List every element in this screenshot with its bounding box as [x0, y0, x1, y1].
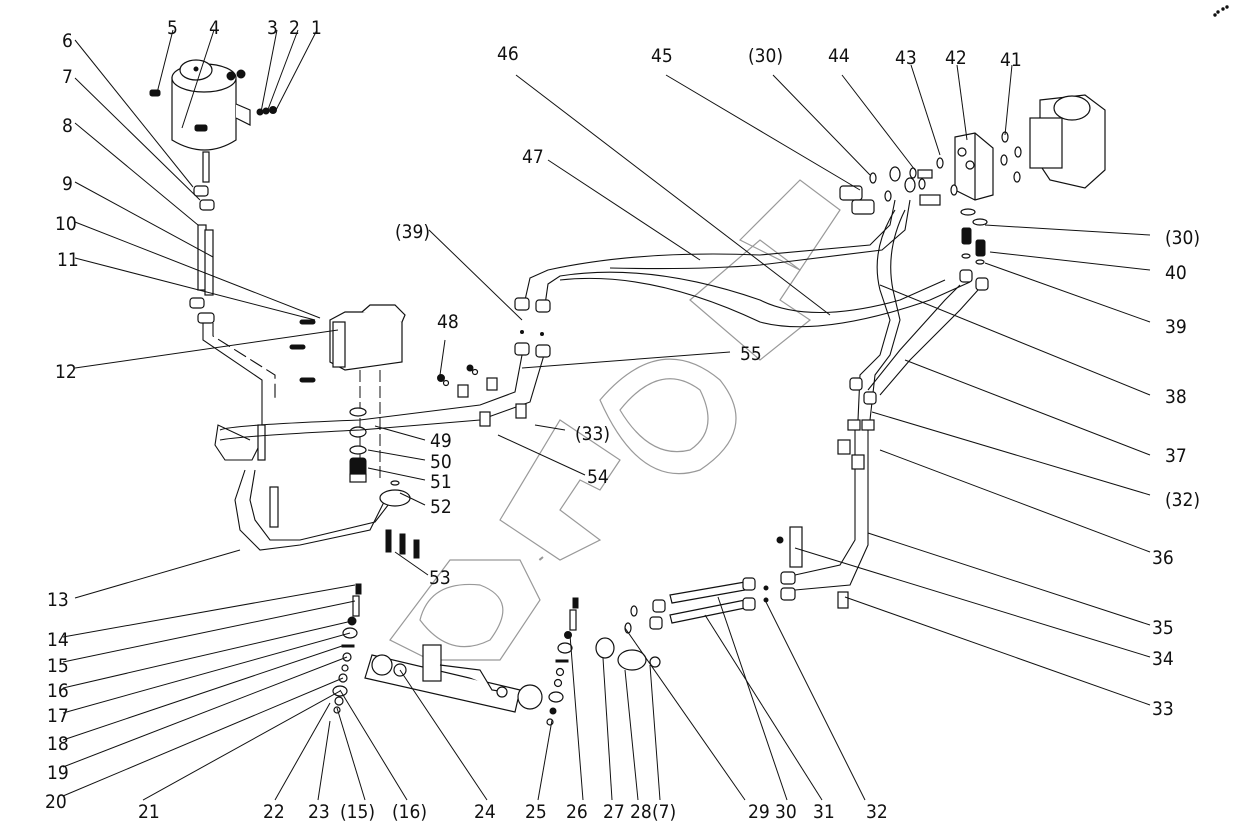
- callout-6: 6: [62, 30, 73, 52]
- callout-15: 15: [47, 655, 69, 677]
- callout-7-ref: (7): [652, 801, 676, 823]
- corner-mark: [1213, 5, 1229, 17]
- callout-19: 19: [47, 762, 69, 784]
- callout-24: 24: [474, 801, 496, 823]
- callout-29: 29: [748, 801, 770, 823]
- callout-20: 20: [45, 791, 67, 813]
- callout-17: 17: [47, 705, 69, 727]
- callout-25: 25: [525, 801, 547, 823]
- callout-21: 21: [138, 801, 160, 823]
- callout-46: 46: [497, 43, 519, 65]
- supply-hose-assembly: [189, 185, 393, 551]
- callout-12: 12: [55, 361, 77, 383]
- callout-27: 27: [603, 801, 625, 823]
- callout-52: 52: [430, 496, 452, 518]
- cylinder-hoses: [595, 526, 803, 671]
- hoses-upper: [514, 199, 971, 328]
- watermark-text: БИЗОН: [539, 557, 543, 561]
- callout-16: 16: [47, 680, 69, 702]
- callout-54: 54: [587, 466, 609, 488]
- callout-30: 30: [775, 801, 797, 823]
- callout-45: 45: [651, 45, 673, 67]
- callout-48: 48: [437, 311, 459, 333]
- callout-47: 47: [522, 146, 544, 168]
- callout-3: 3: [267, 17, 278, 39]
- callout-30-ref-right: (30): [1165, 227, 1200, 249]
- callout-26: 26: [566, 801, 588, 823]
- callout-4: 4: [209, 17, 220, 39]
- callout-1: 1: [311, 17, 322, 39]
- callout-5: 5: [167, 17, 178, 39]
- callout-50: 50: [430, 451, 452, 473]
- callout-13: 13: [47, 589, 69, 611]
- callout-43: 43: [895, 47, 917, 69]
- callout-39: 39: [1165, 316, 1187, 338]
- callout-36: 36: [1152, 547, 1174, 569]
- callout-9: 9: [62, 173, 73, 195]
- callout-34: 34: [1152, 648, 1174, 670]
- callout-23: 23: [308, 801, 330, 823]
- callout-2: 2: [289, 17, 300, 39]
- callout-44: 44: [828, 45, 850, 67]
- callout-53: 53: [429, 567, 451, 589]
- callout-51: 51: [430, 471, 452, 493]
- callout-16-ref: (16): [392, 801, 427, 823]
- callout-37: 37: [1165, 445, 1187, 467]
- valve-fittings: [349, 407, 420, 559]
- oil-reservoir: [149, 59, 277, 183]
- callout-30-ref-top: (30): [748, 45, 783, 67]
- callout-38: 38: [1165, 386, 1187, 408]
- callout-11: 11: [57, 249, 79, 271]
- callout-28: 28: [630, 801, 652, 823]
- leader-lines: [62, 29, 1151, 801]
- callout-41: 41: [1000, 49, 1022, 71]
- callout-10: 10: [55, 213, 77, 235]
- callout-42: 42: [945, 47, 967, 69]
- callout-7: 7: [62, 66, 73, 88]
- callout-labels: 1 2 3 4 5 6 7 8 9 10 11 12 13 14 15 16 1…: [45, 17, 1200, 823]
- steering-pump: [289, 304, 406, 480]
- callout-31: 31: [813, 801, 835, 823]
- steering-control-unit: [839, 94, 1106, 265]
- callout-18: 18: [47, 733, 69, 755]
- callout-8: 8: [62, 115, 73, 137]
- callout-33: 33: [1152, 698, 1174, 720]
- hoses-right: [794, 209, 989, 609]
- callout-32: 32: [866, 801, 888, 823]
- callout-40: 40: [1165, 262, 1187, 284]
- steering-cylinder: [332, 583, 579, 726]
- callout-39-ref: (39): [395, 221, 430, 243]
- callout-33-ref: (33): [575, 423, 610, 445]
- callout-35: 35: [1152, 617, 1174, 639]
- watermark: БИЗОН: [389, 179, 841, 661]
- callout-55: 55: [740, 343, 762, 365]
- callout-22: 22: [263, 801, 285, 823]
- callout-15-ref: (15): [340, 801, 375, 823]
- callout-32-ref: (32): [1165, 489, 1200, 511]
- callout-49: 49: [430, 430, 452, 452]
- pressure-lines: [219, 330, 551, 441]
- callout-14: 14: [47, 629, 69, 651]
